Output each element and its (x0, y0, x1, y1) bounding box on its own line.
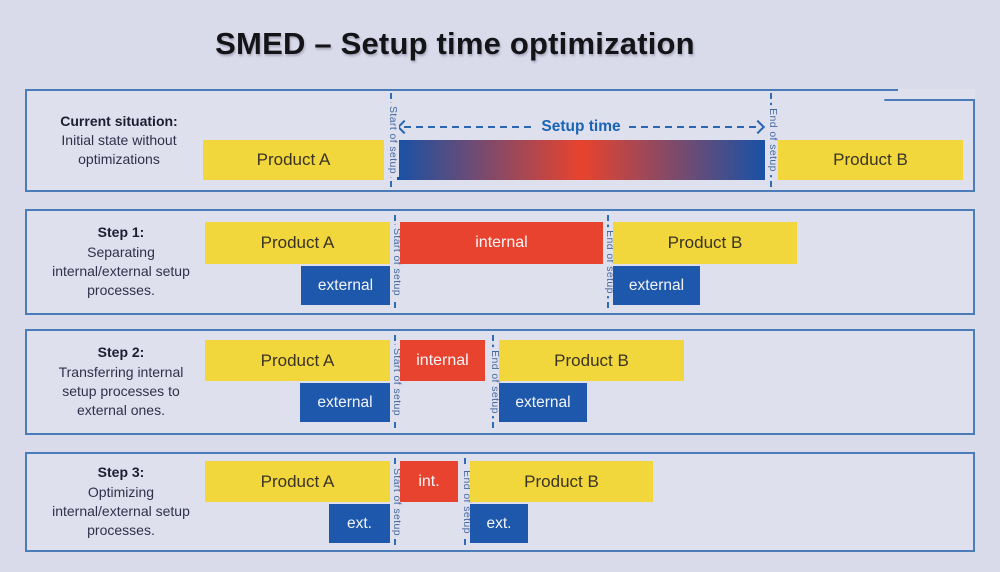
panel-description-line: internal/external setup (52, 503, 190, 519)
panel-heading: Current situation: (60, 112, 178, 129)
panel-description-line: setup processes to (62, 383, 180, 399)
product-a-bar: Product A (205, 222, 390, 264)
external-bar-b: external (499, 383, 587, 422)
arrow-dash-line (628, 125, 759, 129)
product-a-bar: Product A (205, 340, 390, 381)
panel-description-line: Optimizing (87, 483, 155, 500)
panel-heading: Step 1: (97, 224, 145, 241)
panel-step-3: Step 3: Optimizing internal/external set… (25, 452, 975, 552)
setup-time-label: Setup time (541, 118, 621, 135)
panel-border-bottom (25, 190, 975, 192)
arrowhead-right-icon (750, 119, 766, 135)
internal-bar: internal (400, 222, 603, 264)
product-a-bar: Product A (203, 140, 384, 180)
end-of-setup-line: End of setup (489, 335, 501, 428)
panel-border-right (973, 99, 975, 192)
panel-step-2: Step 2: Transferring internal setup proc… (25, 329, 975, 435)
external-bar-a: ext. (329, 504, 390, 543)
internal-bar: internal (400, 340, 485, 381)
panel-step-1: Step 1: Separating internal/external set… (25, 209, 975, 315)
start-of-setup-line: Start of setup (391, 458, 403, 545)
arrowhead-left-icon (396, 119, 412, 135)
panel-description-line: internal/external setup (52, 263, 190, 279)
external-bar-a: external (301, 266, 390, 305)
external-bar-b: ext. (470, 504, 528, 543)
internal-bar: int. (400, 461, 458, 502)
panel-description-line: external ones. (77, 402, 165, 419)
panel-heading: Step 3: (97, 464, 145, 481)
panel-description-line: Initial state without (61, 131, 177, 148)
product-b-bar: Product B (499, 340, 684, 381)
panel-description-line: Transferring internal (58, 363, 184, 380)
panel-description-line: optimizations (78, 151, 160, 168)
setup-time-arrow: Setup time (396, 118, 766, 135)
panel-description-line: processes. (87, 522, 155, 539)
setup-gradient-bar (397, 140, 765, 180)
product-b-bar: Product B (470, 461, 653, 502)
end-of-setup-line: End of setup (604, 215, 616, 308)
current-situation-label-block: Current situation: Initial state without… (25, 89, 213, 192)
end-of-setup-line: End of setup (767, 93, 779, 187)
panel-description-line: processes. (87, 282, 155, 299)
panel-border-left (25, 89, 27, 192)
end-of-setup-label: End of setup (767, 105, 779, 175)
end-of-setup-line: End of setup (461, 458, 473, 545)
start-of-setup-line: Start of setup (391, 215, 403, 308)
arrow-dash-line (404, 125, 534, 129)
step2-label-block: Step 2: Transferring internal setup proc… (27, 331, 215, 433)
start-of-setup-line: Start of setup (387, 93, 399, 187)
page-title: SMED – Setup time optimization (215, 26, 695, 61)
external-bar-b: external (613, 266, 700, 305)
external-bar-a: external (300, 383, 390, 422)
step3-label-block: Step 3: Optimizing internal/external set… (27, 454, 215, 550)
panel-description-line: Separating (87, 243, 155, 260)
product-b-bar: Product B (778, 140, 963, 180)
panel-border-top-segment-b (884, 99, 975, 101)
panel-border-top-segment-a (25, 89, 898, 91)
start-of-setup-line: Start of setup (391, 335, 403, 428)
start-of-setup-label: Start of setup (387, 102, 399, 178)
product-b-bar: Product B (613, 222, 797, 264)
end-of-setup-label: End of setup (489, 346, 501, 417)
product-a-bar: Product A (205, 461, 390, 502)
panel-current-situation: Current situation: Initial state without… (25, 89, 975, 192)
panel-heading: Step 2: (97, 344, 145, 361)
step1-label-block: Step 1: Separating internal/external set… (27, 211, 215, 313)
